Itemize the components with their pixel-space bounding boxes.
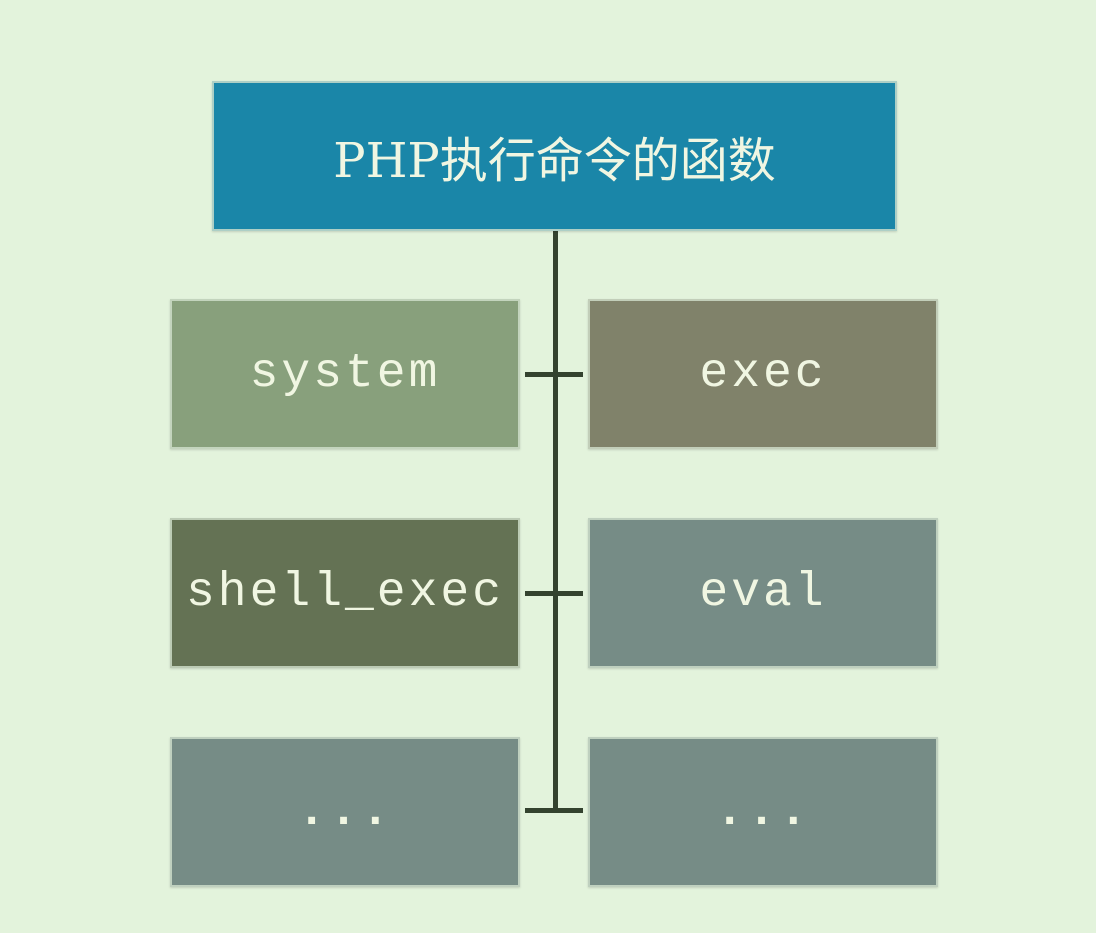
node-shell-exec: shell_exec: [170, 518, 520, 668]
node-label: system: [249, 347, 441, 401]
node-system: system: [170, 299, 520, 449]
connector-branch-row1: [525, 372, 583, 377]
node-label: ...: [297, 785, 393, 839]
node-eval: eval: [588, 518, 938, 668]
connector-trunk: [553, 231, 558, 813]
connector-branch-row3: [525, 808, 583, 813]
node-label: ...: [715, 785, 811, 839]
connector-branch-row2: [525, 591, 583, 596]
root-node-label: PHP执行命令的函数: [333, 133, 776, 189]
node-label: eval: [699, 566, 827, 620]
node-label: exec: [699, 347, 827, 401]
node-exec: exec: [588, 299, 938, 449]
node-more-left: ...: [170, 737, 520, 887]
node-more-right: ...: [588, 737, 938, 887]
node-label: shell_exec: [185, 566, 505, 620]
root-node-title: PHP执行命令的函数: [212, 81, 897, 231]
